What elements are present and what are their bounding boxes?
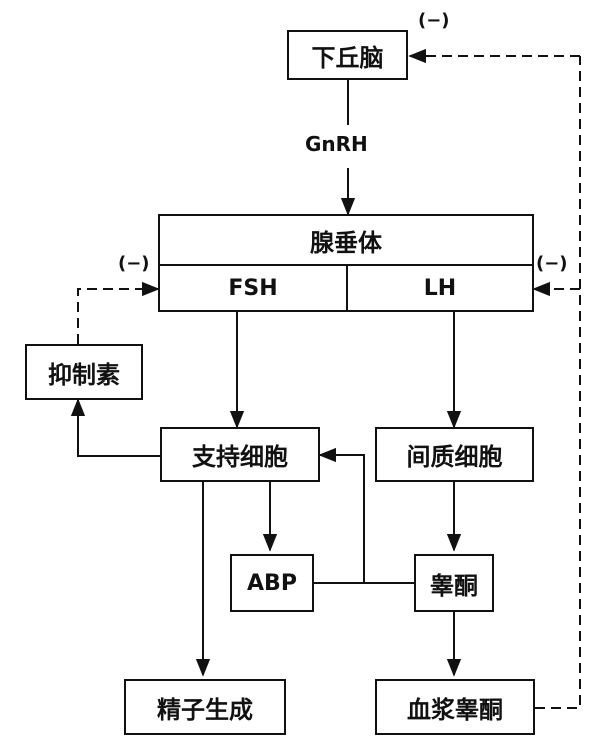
pituitary-box: 腺垂体 FSH LH (158, 214, 534, 312)
arrow-testosterone-sertoli (318, 447, 365, 583)
lh-label: LH (423, 275, 457, 301)
testosterone-box: 睾酮 (414, 554, 494, 612)
leydig-cell-box: 间质细胞 (375, 427, 534, 482)
hypothalamus-box: 下丘脑 (287, 30, 408, 80)
inhibin-box: 抑制素 (25, 344, 143, 400)
dashed-plasma-feedback (535, 56, 581, 709)
spermatogenesis-box: 精子生成 (124, 679, 286, 735)
gnrh-label: GnRH (305, 132, 368, 156)
sertoli-cell-box: 支持细胞 (160, 427, 320, 482)
abp-box: ABP (230, 554, 314, 612)
negative-feedback-right: (−) (536, 253, 568, 274)
plasma-testosterone-box: 血浆睾酮 (375, 679, 535, 735)
pituitary-label: 腺垂体 (160, 216, 532, 266)
negative-feedback-top: (−) (418, 10, 450, 31)
fsh-label: FSH (160, 266, 348, 310)
arrow-sertoli-inhibin (70, 398, 160, 457)
negative-feedback-left: (−) (118, 253, 150, 274)
arrow-inhibin-fsh-dashed (77, 281, 160, 344)
